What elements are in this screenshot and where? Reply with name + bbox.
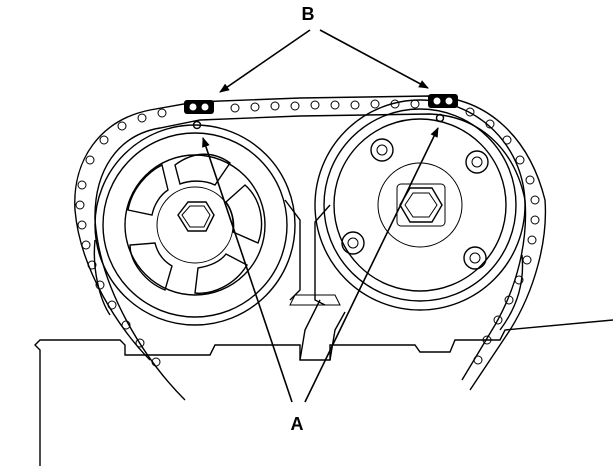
timing-chain bbox=[74, 95, 547, 401]
hex-bolt-icon bbox=[396, 183, 446, 227]
chain-guide bbox=[93, 199, 524, 331]
sprocket-spoke-cutouts bbox=[127, 153, 263, 294]
leader-lines-a bbox=[202, 127, 439, 403]
chain-links bbox=[75, 99, 540, 367]
callout-label-a: A bbox=[291, 414, 304, 434]
timing-mark-plate-left bbox=[184, 100, 214, 114]
right-sprocket bbox=[314, 99, 526, 311]
sprocket-timing-dot-left bbox=[192, 120, 202, 130]
sprocket-timing-dot-right bbox=[435, 113, 445, 123]
timing-mark-plate-right bbox=[428, 94, 458, 108]
left-sprocket bbox=[94, 124, 296, 326]
hex-bolt-icon bbox=[177, 201, 215, 232]
leader-lines-b bbox=[219, 29, 429, 93]
sprocket-bolt-holes bbox=[341, 138, 489, 270]
callout-label-b: B bbox=[302, 4, 315, 24]
